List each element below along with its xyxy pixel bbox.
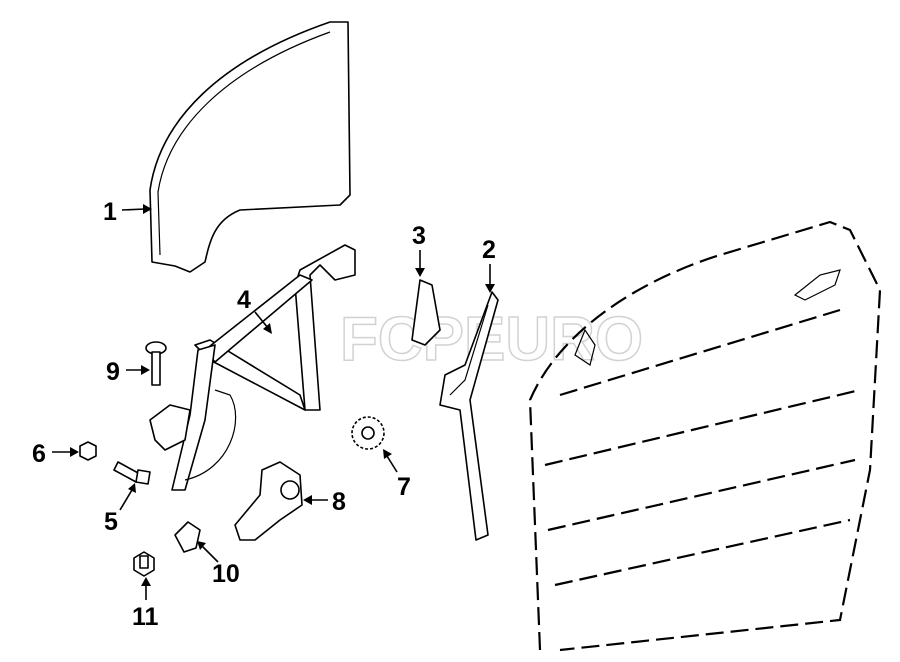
callout-10: 10 (212, 560, 240, 588)
connector-10[interactable] (174, 521, 201, 553)
callout-9: 9 (106, 358, 120, 386)
nut-6[interactable] (79, 441, 97, 461)
gear-7[interactable] (351, 416, 385, 450)
callout-7: 7 (397, 473, 411, 501)
window-regulator[interactable] (149, 244, 356, 491)
callouts: 1 2 3 4 5 6 7 8 9 10 11 (32, 198, 496, 631)
window-motor-8[interactable] (234, 461, 303, 541)
door-glass[interactable] (149, 21, 351, 273)
glass-run-channel[interactable] (439, 291, 499, 541)
callout-2: 2 (482, 236, 496, 264)
callout-11: 11 (132, 603, 159, 631)
callout-3: 3 (412, 222, 426, 250)
bolt-11[interactable] (133, 551, 155, 577)
callout-1: 1 (103, 198, 117, 226)
callout-5: 5 (104, 508, 118, 536)
door-shell (528, 220, 882, 652)
callout-6: 6 (32, 440, 46, 468)
corner-trim[interactable] (411, 279, 441, 346)
bolt-5[interactable] (113, 461, 151, 485)
callout-8: 8 (332, 488, 346, 516)
screw-9[interactable] (145, 341, 167, 386)
callout-4: 4 (237, 286, 251, 314)
